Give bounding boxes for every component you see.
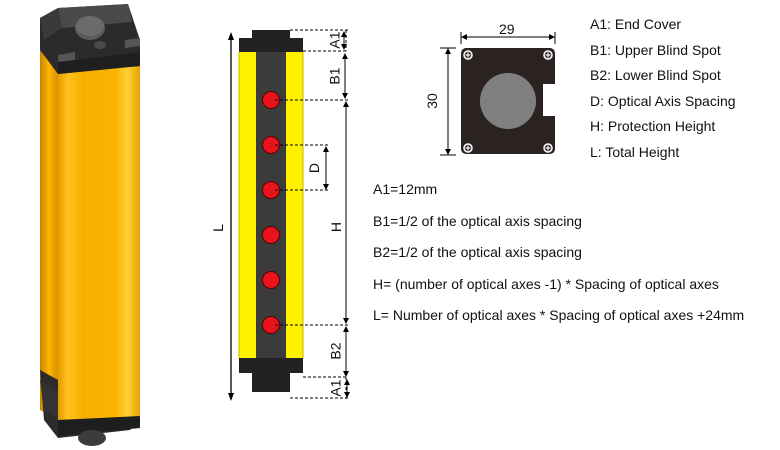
label-L: L [209,224,226,232]
legend-item: A1: End Cover [590,16,682,32]
formula: A1=12mm [373,181,438,197]
legend-item: L: Total Height [590,143,680,160]
label-A1-top: A1 [326,31,343,49]
legend: A1: End Cover B1: Upper Blind Spot B2: L… [590,15,736,168]
label-B2: B2 [327,342,344,360]
end-view-height: 30 [423,93,440,109]
formulas: A1=12mm B1=1/2 of the optical axis spaci… [373,180,744,338]
formula: B2=1/2 of the optical axis spacing [373,244,582,260]
label-D: D [306,162,323,174]
legend-item: H: Protection Height [590,118,716,134]
label-B1: B1 [326,67,343,85]
label-H: H [328,221,345,233]
legend-item: B1: Upper Blind Spot [590,41,721,58]
formula: B1=1/2 of the optical axis spacing [373,212,582,229]
legend-item: B2: Lower Blind Spot [590,67,721,83]
label-A1-bottom: A1 [327,379,344,397]
formula: H= (number of optical axes -1) * Spacing… [373,275,719,292]
legend-item: D: Optical Axis Spacing [590,92,736,109]
end-view-width: 29 [499,21,515,37]
formula: L= Number of optical axes * Spacing of o… [373,307,745,323]
light-curtain-render [40,4,140,446]
